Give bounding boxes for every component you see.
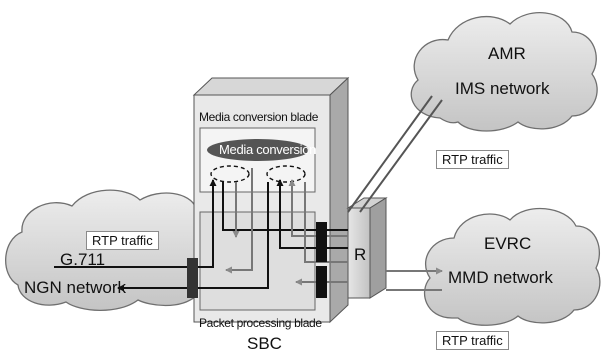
ngn-network-label: NGN network <box>24 278 127 297</box>
media-conversion-label: Media conversion <box>219 142 317 157</box>
dsp-channel-left <box>210 165 250 183</box>
flow-router-out <box>222 182 348 231</box>
packet-processing-blade-label: Packet processing blade <box>199 316 322 330</box>
media-conversion-blade-label: Media conversion blade <box>199 110 319 124</box>
router-ims-line-1 <box>347 95 433 213</box>
dsp-channel-right <box>266 165 306 183</box>
ims-rtp-traffic-label: RTP traffic <box>436 150 509 169</box>
mmd-network-label: MMD network <box>448 268 553 287</box>
ngn-codec-label: G.711 <box>60 250 106 269</box>
router-box <box>346 197 388 299</box>
router-ims-line-2 <box>359 99 443 213</box>
ims-codec-label: AMR <box>488 44 526 63</box>
ngn-network-cloud <box>5 189 197 311</box>
router-interface-port-lower <box>316 266 327 298</box>
packet-processing-blade <box>199 211 316 311</box>
router-label: R <box>354 245 367 264</box>
flow-gray-4 <box>304 182 348 263</box>
flow-gray-2 <box>225 168 253 274</box>
media-conversion-unit <box>207 139 309 161</box>
flow-ngn-in <box>54 179 217 268</box>
mmd-network-cloud <box>423 207 601 326</box>
ims-network-cloud <box>410 12 598 132</box>
ngn-rtp-traffic-label: RTP traffic <box>86 231 159 250</box>
flow-ngn-out <box>117 182 269 292</box>
router-interface-port-upper <box>316 222 327 262</box>
mmd-codec-label: EVRC <box>484 234 532 253</box>
flow-gray-3 <box>288 179 348 237</box>
ims-network-label: IMS network <box>455 79 550 98</box>
mmd-rtp-traffic-label: RTP traffic <box>436 331 509 350</box>
ngn-interface-port <box>187 258 198 298</box>
sbc-label: SBC <box>247 334 282 353</box>
